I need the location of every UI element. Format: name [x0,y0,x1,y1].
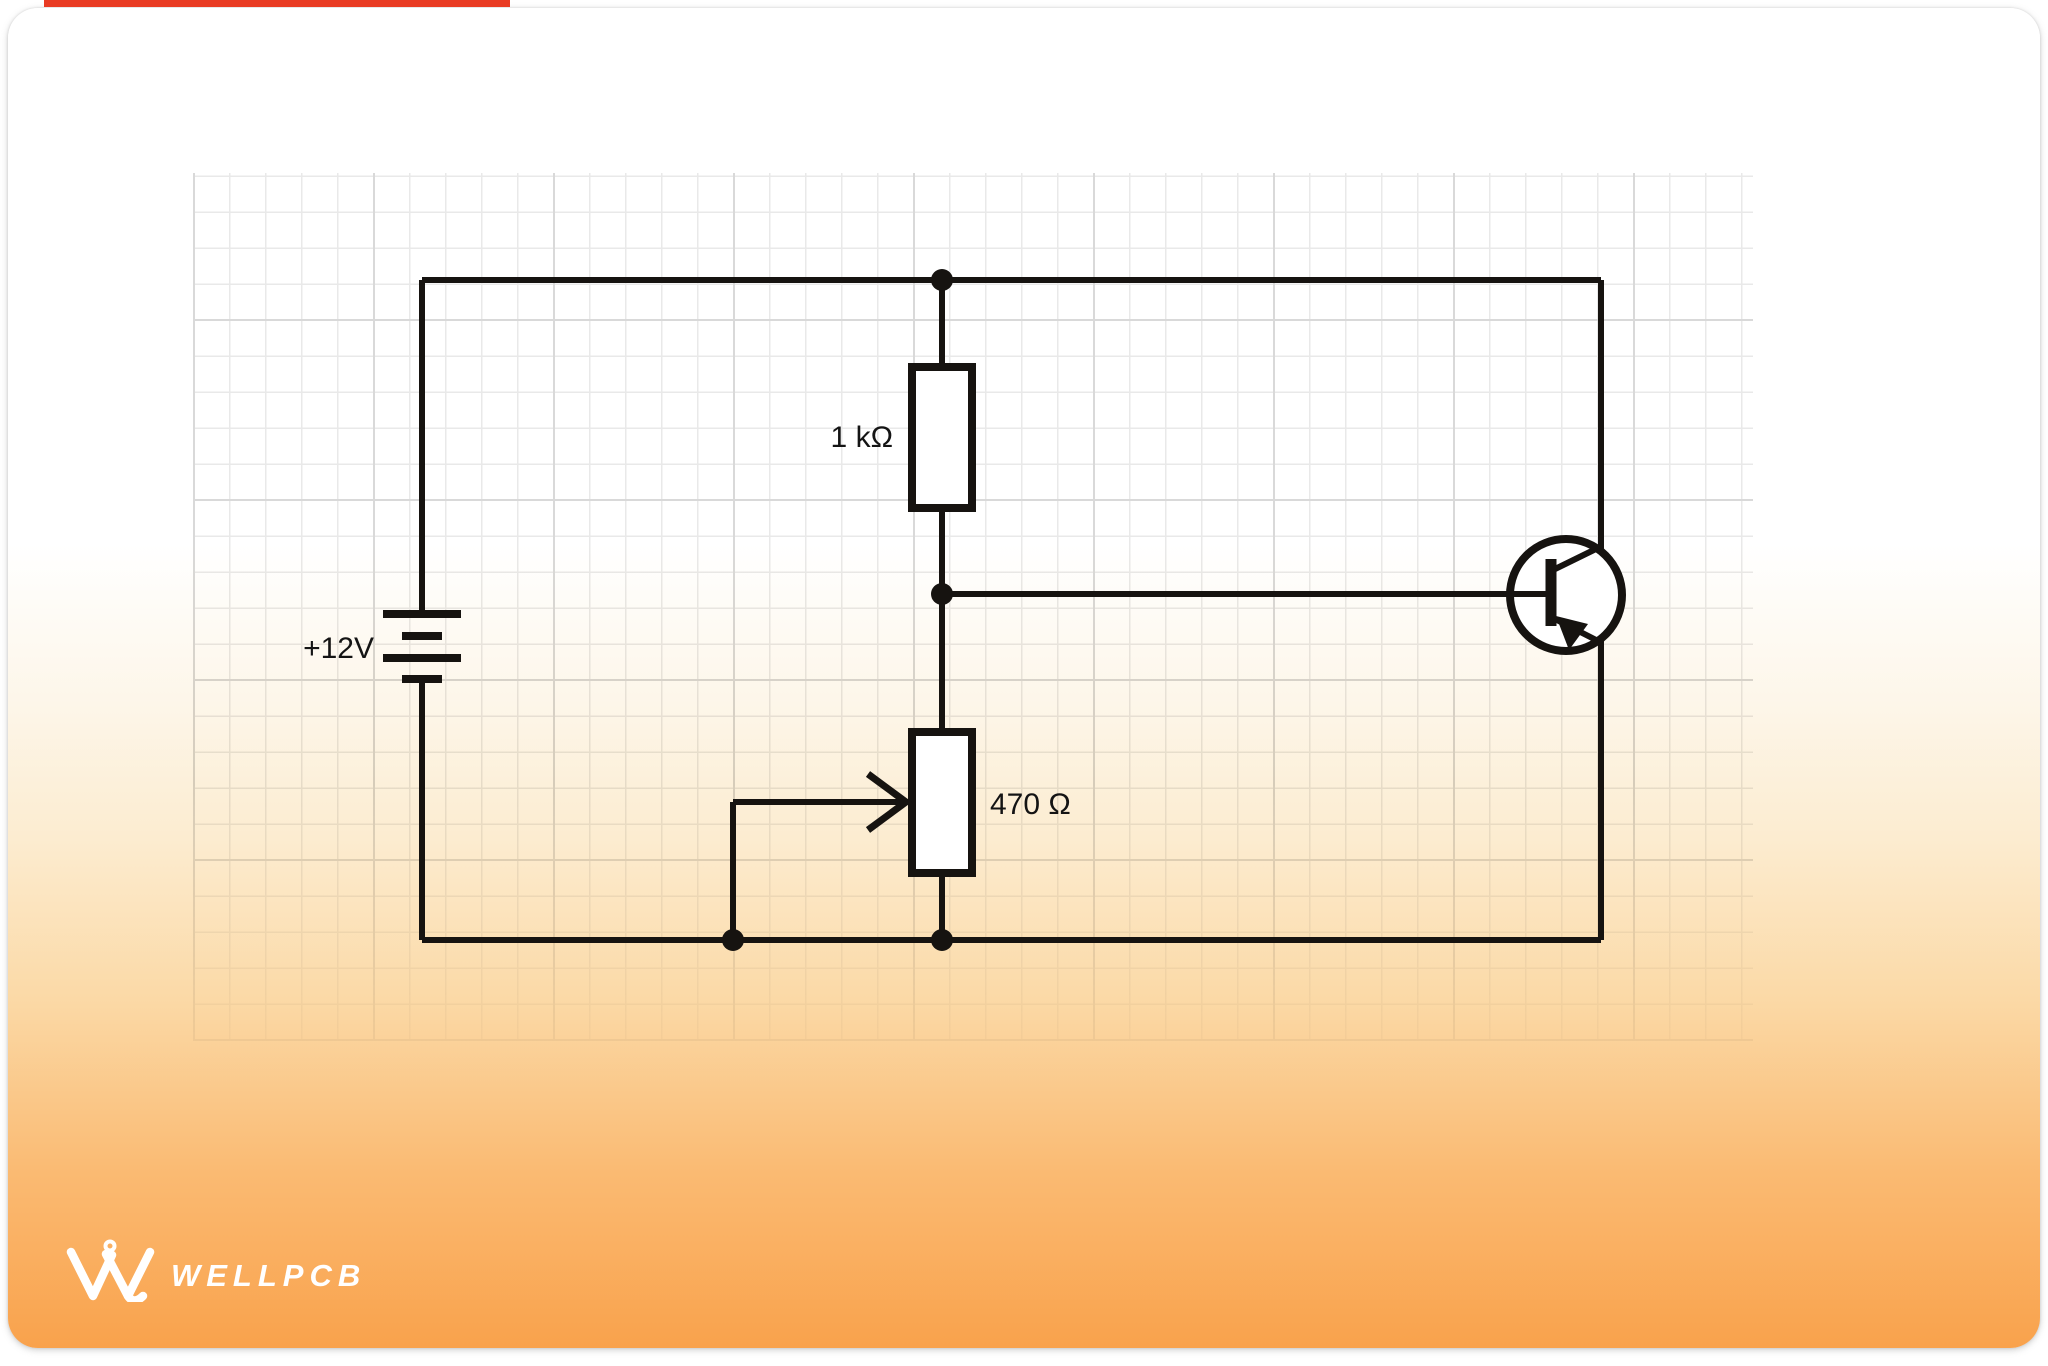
junction-dot-middle [931,583,953,605]
junction-dot-top [931,269,953,291]
wellpcb-logo-icon [66,1239,155,1302]
potentiometer-470-body [908,728,976,877]
potentiometer-value-label: 470 Ω [990,788,1071,821]
wellpcb-logo-text: WELLPCB [171,1258,367,1293]
battery-voltage-label: +12V [303,632,374,665]
logo-v-left [66,1247,117,1301]
resistor-1k-body [908,363,976,512]
transistor-collector-lead [1549,543,1604,574]
battery-symbol [383,610,461,683]
potentiometer-wiper [730,771,912,940]
emitter-arrow-icon [1556,616,1588,650]
wires [419,277,1604,943]
logo-v-right [101,1247,155,1301]
junction-dot-bottom-wiper [722,929,744,951]
logo-hook [123,1291,148,1302]
wellpcb-logo: WELLPCB [64,1238,366,1302]
junction-dot-bottom-center [931,929,953,951]
article-hero-card: +12V 1 kΩ 470 Ω WELLPCB [8,8,2040,1348]
wiper-arrow-icon [865,771,912,833]
junction-dots [722,269,953,951]
pnp-transistor-symbol [942,535,1626,655]
logo-node-circle [103,1239,117,1253]
grid-paper-background [193,173,1753,1041]
reading-progress-bar [44,0,510,7]
resistor-value-label: 1 kΩ [831,421,893,454]
circuit-schematic: +12V 1 kΩ 470 Ω [303,269,1626,951]
